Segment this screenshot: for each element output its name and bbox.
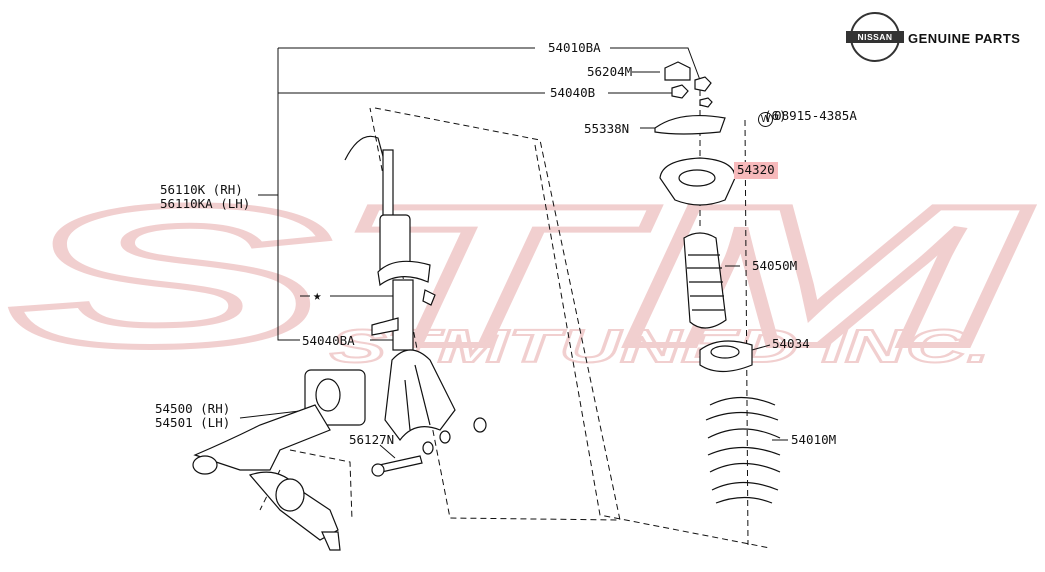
nissan-logo: NISSAN [846, 12, 904, 62]
watermark-secondary: STMTUNED INC. [330, 320, 990, 372]
strut-assembly [344, 135, 487, 455]
washer-symbol: W [758, 111, 774, 127]
label-54050M: 54050M [752, 258, 798, 273]
label-54010BA: 54010BA [548, 40, 601, 55]
label-54034: 54034 [772, 336, 810, 351]
label-08915-number: 08915-4385A [774, 107, 857, 123]
label-55338N: 55338N [584, 121, 630, 136]
logo-text: NISSAN [846, 31, 904, 43]
label-54010M: 54010M [791, 432, 837, 447]
watermark: STM STMTUNED INC. [7, 162, 1034, 391]
label-54500: 54500 (RH) [155, 401, 231, 416]
label-54320: 54320 [734, 162, 778, 179]
label-08915-qty: (6) [764, 108, 787, 123]
lower-control-arm [192, 369, 423, 551]
label-54040B: 54040B [550, 85, 596, 100]
star-icon: ★ [313, 288, 322, 304]
label-56127N: 56127N [349, 432, 395, 447]
label-56110K: 56110K (RH) [160, 182, 243, 197]
top-mount-parts [654, 61, 781, 504]
label-56110KA: 56110KA (LH) [160, 196, 251, 211]
watermark-primary: STM [10, 165, 1031, 388]
label-54040BA: 54040BA [302, 333, 355, 348]
brand-text: GENUINE PARTS [908, 31, 1021, 46]
label-54501: 54501 (LH) [155, 415, 231, 430]
label-56204M: 56204M [587, 64, 633, 79]
